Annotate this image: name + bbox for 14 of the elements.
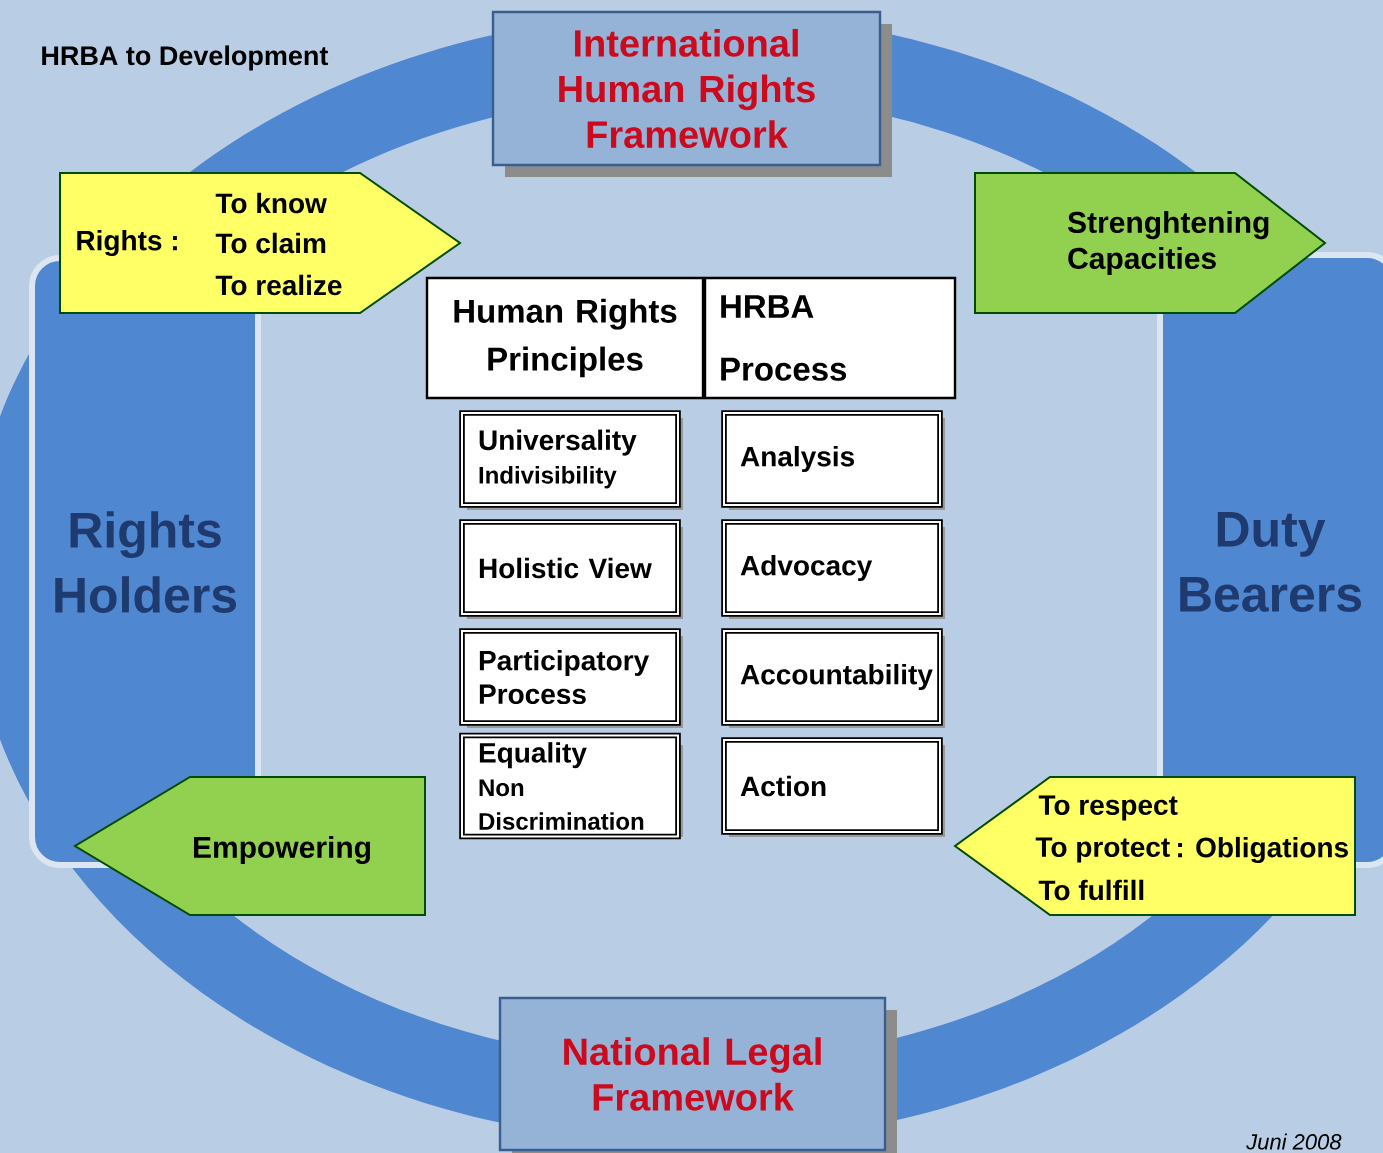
framework-box: National Legal Framework xyxy=(498,996,897,1153)
item-box: Advocacy xyxy=(721,519,945,619)
item-box: Equality Non Discrimination xyxy=(459,732,683,840)
item-box: Action xyxy=(721,737,945,837)
item-box: Accountability xyxy=(721,628,945,728)
date-note: Juni 2008 xyxy=(1246,1133,1342,1150)
corner-title: HRBA to Development xyxy=(42,45,329,71)
item-box: Analysis xyxy=(721,410,945,510)
framework-box: International Human Rights Framework xyxy=(491,10,892,177)
header-box: Human Rights Principles xyxy=(425,276,705,400)
header-box: HRBA Process xyxy=(703,276,957,400)
item-box: Participatory Process xyxy=(459,628,683,728)
item-box: Universality Indivisibility xyxy=(459,410,683,510)
item-box: Holistic View xyxy=(459,519,683,619)
